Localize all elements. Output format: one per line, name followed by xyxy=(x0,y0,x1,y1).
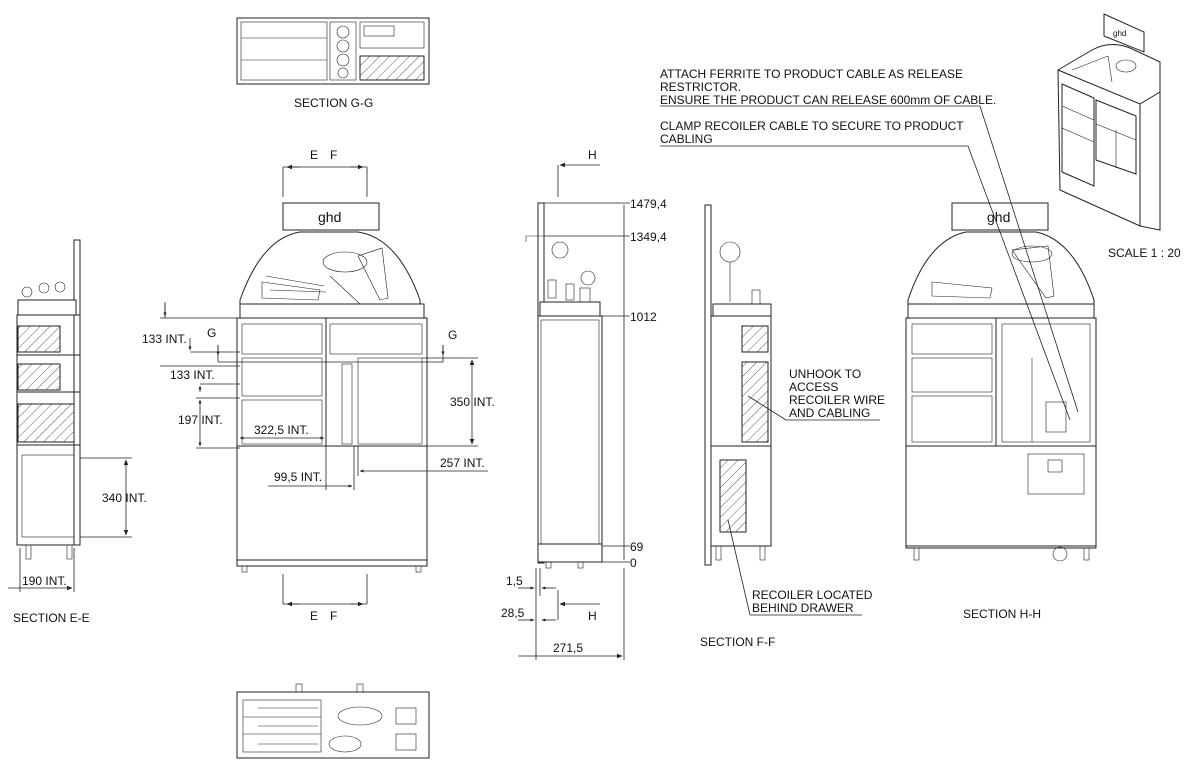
dim-190-int: 190 INT. xyxy=(22,574,67,588)
section-gg-label: SECTION G-G xyxy=(294,96,373,110)
dim-197-int: 197 INT. xyxy=(178,413,223,427)
dim-285: 28,5 xyxy=(501,606,525,620)
note-ferrite-line3: ENSURE THE PRODUCT CAN RELEASE 600mm OF … xyxy=(660,93,996,107)
dim-2715: 271,5 xyxy=(553,641,583,655)
section-ff-label: SECTION F-F xyxy=(700,635,775,649)
dim-995-int: 99,5 INT. xyxy=(274,470,322,484)
mark-f-bottom: F xyxy=(330,609,337,623)
section-ff-view xyxy=(704,204,772,566)
side-view xyxy=(525,202,603,569)
mark-f-top: F xyxy=(330,148,337,162)
dim-h-69: 69 xyxy=(630,540,644,554)
note-ferrite-line2: RESTRICTOR. xyxy=(660,80,741,94)
note-clamp-line2: CABLING xyxy=(660,132,713,146)
note-clamp-line1: CLAMP RECOILER CABLE TO SECURE TO PRODUC… xyxy=(660,119,964,133)
hh-brand-logo: ghd xyxy=(987,209,1010,225)
note-recoiler-line2: BEHIND DRAWER xyxy=(752,601,854,615)
dim-h-13494: 1349,4 xyxy=(630,230,667,244)
iso-brand-logo: ghd xyxy=(1113,29,1126,38)
mark-e-bottom: E xyxy=(310,609,318,623)
section-gg-view xyxy=(236,17,430,85)
scale-label: SCALE 1 : 20 xyxy=(1108,246,1181,260)
section-ee-label: SECTION E-E xyxy=(13,611,90,625)
bottom-plan-view xyxy=(236,683,430,759)
section-ee-view xyxy=(16,239,81,560)
mark-h-top: H xyxy=(588,148,597,162)
mark-e-top: E xyxy=(310,148,318,162)
note-recoiler-line1: RECOILER LOCATED xyxy=(752,588,873,602)
mark-g-left: G xyxy=(207,326,216,340)
mark-g-right: G xyxy=(448,328,457,342)
dim-350-int: 350 INT. xyxy=(450,395,495,409)
section-hh-label: SECTION H-H xyxy=(963,607,1041,621)
note-unhook-line4: AND CABLING xyxy=(789,406,870,420)
dim-133-int-a: 133 INT. xyxy=(142,332,187,346)
mark-h-bottom: H xyxy=(588,609,597,623)
note-unhook-line2: ACCESS xyxy=(789,380,838,394)
dim-h-1012: 1012 xyxy=(630,310,657,324)
dim-340-int: 340 INT. xyxy=(102,491,147,505)
front-brand-logo: ghd xyxy=(318,209,341,225)
dim-h-0: 0 xyxy=(630,556,637,570)
note-unhook-line1: UNHOOK TO xyxy=(789,367,861,381)
isometric-view: ghd xyxy=(1057,13,1161,231)
section-hh-view: ghd xyxy=(905,202,1097,562)
dim-15: 1,5 xyxy=(506,574,523,588)
note-ferrite-line1: ATTACH FERRITE TO PRODUCT CABLE AS RELEA… xyxy=(660,67,963,81)
dim-257-int: 257 INT. xyxy=(440,456,485,470)
dim-3225-int: 322,5 INT. xyxy=(254,423,309,437)
dim-h-14794: 1479,4 xyxy=(630,197,667,211)
note-unhook-line3: RECOILER WIRE xyxy=(789,393,885,407)
dim-133-int-b: 133 INT. xyxy=(170,368,215,382)
front-view: ghd xyxy=(236,202,428,573)
